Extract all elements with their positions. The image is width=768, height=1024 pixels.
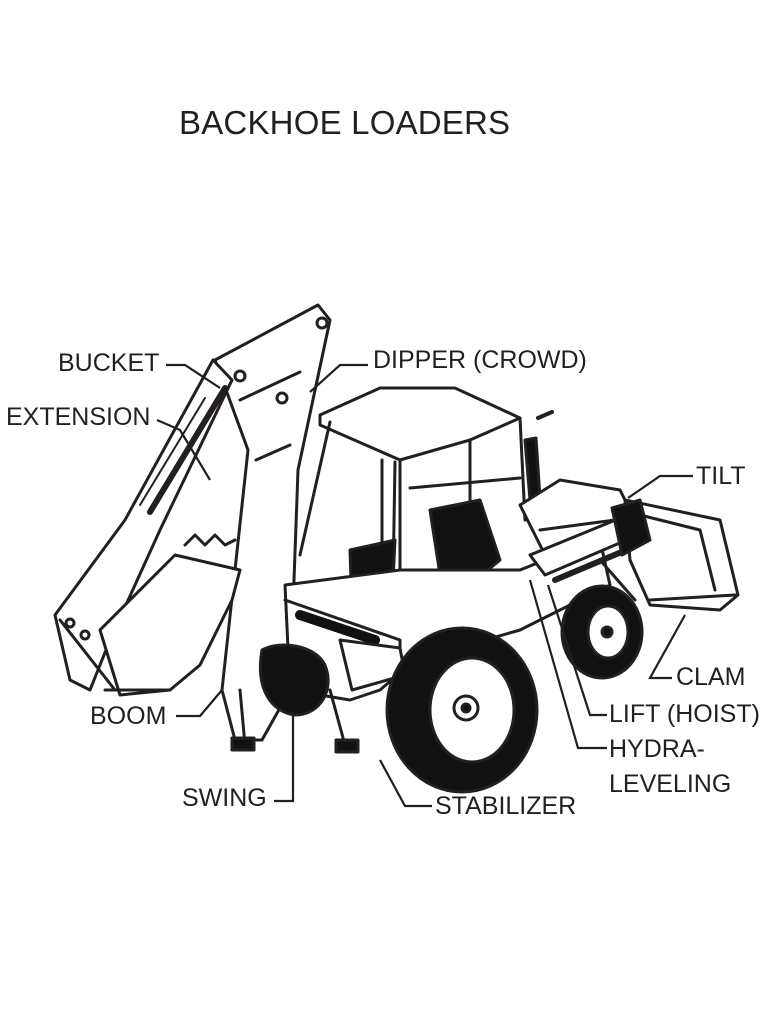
- label-tilt: TILT: [696, 462, 746, 490]
- rear-wheel: [385, 626, 539, 794]
- label-hydra: HYDRA-: [609, 735, 705, 763]
- label-boom: BOOM: [90, 702, 167, 730]
- label-clam: CLAM: [676, 663, 746, 691]
- label-leveling: LEVELING: [609, 770, 732, 798]
- bucket-leader: [166, 363, 221, 389]
- leader-lines: [156, 363, 693, 808]
- clam-leader: [648, 614, 686, 680]
- lift-leader: [546, 584, 607, 717]
- hydra-leveling-leader: [528, 579, 607, 750]
- label-stabilizer: STABILIZER: [435, 792, 577, 820]
- backhoe-bucket: [58, 533, 242, 697]
- extension-leader: [156, 418, 211, 481]
- dipper-leader: [309, 363, 368, 393]
- cab: [298, 386, 527, 652]
- exhaust-stack: [523, 436, 542, 502]
- body-frame: [283, 538, 612, 702]
- label-bucket: BUCKET: [58, 349, 160, 377]
- stabilizer-leader: [379, 759, 432, 808]
- swing-assembly: [230, 643, 360, 754]
- label-dipper: DIPPER (CROWD): [373, 346, 587, 374]
- tilt-leader: [627, 474, 693, 499]
- boom-leader: [176, 689, 223, 718]
- page-title: BACKHOE LOADERS: [179, 104, 511, 141]
- swing-leader: [274, 712, 295, 803]
- label-swing: SWING: [182, 784, 267, 812]
- front-wheel: [560, 584, 644, 680]
- label-lift: LIFT (HOIST): [609, 700, 760, 728]
- label-extension: EXTENSION: [6, 403, 151, 431]
- loader-bucket: [610, 498, 740, 612]
